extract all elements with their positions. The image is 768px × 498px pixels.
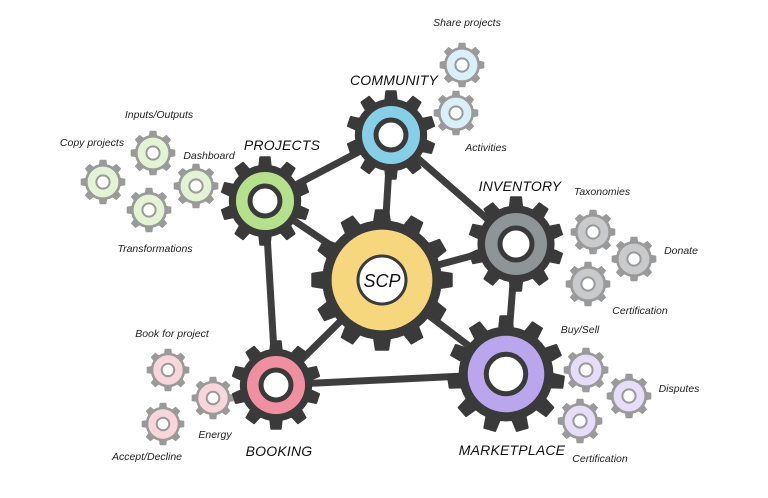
feature-gear-projects-4 (173, 163, 219, 209)
feature-gear-community-0 (439, 42, 485, 88)
gear-community (346, 90, 436, 180)
feature-label-taxonomies: Taxonomies (574, 186, 631, 198)
feature-gear-projects-2 (130, 130, 176, 176)
feature-label-disputes: Disputes (659, 383, 701, 395)
booking-label: BOOKING (246, 443, 313, 459)
feature-gear-marketplace-10 (606, 373, 652, 419)
feature-gear-booking-13-hole (205, 390, 221, 406)
feature-gear-booking-12 (146, 348, 190, 392)
feature-gear-marketplace-11 (557, 398, 603, 444)
feature-label-transformations: Transformations (117, 243, 193, 255)
feature-label-inputs-outputs: Inputs/Outputs (125, 109, 194, 121)
gear-booking (231, 340, 321, 430)
center-label: SCP (363, 271, 400, 291)
feature-label-copy-projects: Copy projects (60, 137, 125, 149)
feature-label-share-projects: Share projects (433, 17, 501, 29)
feature-label-dashboard: Dashboard (183, 150, 236, 162)
marketplace-label: MARKETPLACE (459, 442, 566, 458)
feature-gear-marketplace-9-hole (578, 362, 594, 378)
feature-gear-projects-5-hole (141, 202, 157, 218)
feature-gear-community-1-hole (448, 105, 464, 121)
feature-gear-community-1 (433, 90, 479, 136)
inventory-label: INVENTORY (479, 178, 563, 194)
feature-label-inventory-certification: Certification (612, 305, 668, 317)
feature-label-book-for-project: Book for project (135, 328, 210, 340)
feature-gear-marketplace-10-hole (621, 388, 637, 404)
feature-gear-inventory-8-hole (580, 276, 596, 292)
feature-gear-projects-5 (126, 187, 172, 233)
gear-projects (220, 156, 310, 246)
feature-label-energy: Energy (198, 429, 232, 441)
feature-gear-projects-4-hole (188, 178, 204, 194)
feature-gear-booking-14 (141, 402, 185, 446)
feature-label-activities: Activities (464, 142, 507, 154)
gear-projects-hole (247, 183, 283, 219)
feature-gear-marketplace-11-hole (572, 413, 588, 429)
feature-gear-inventory-7 (611, 236, 657, 282)
gear-center-label-disc (356, 254, 408, 306)
feature-gear-projects-2-hole (145, 145, 161, 161)
feature-label-marketplace-certification: Certification (572, 453, 628, 465)
gear-inventory (469, 196, 563, 292)
feature-gear-booking-13 (191, 376, 235, 420)
feature-label-accept-decline: Accept/Decline (111, 451, 182, 463)
gear-inventory-hole (497, 225, 535, 263)
feature-label-donate: Donate (664, 245, 698, 257)
feature-gear-inventory-6 (570, 209, 616, 255)
feature-gear-booking-12-hole (160, 362, 176, 378)
projects-label: PROJECTS (244, 137, 321, 153)
feature-labels: Share projects Activities Inputs/Outputs… (60, 17, 700, 465)
feature-gear-marketplace-9 (563, 347, 609, 393)
feature-gears (80, 42, 657, 446)
module-gears (220, 90, 565, 432)
feature-gear-projects-3-hole (95, 174, 111, 190)
gear-community-hole (373, 117, 409, 153)
feature-gear-inventory-8 (565, 261, 611, 307)
gear-booking-hole (258, 367, 294, 403)
gear-marketplace-hole (483, 351, 529, 397)
gear-marketplace (447, 315, 565, 432)
feature-gear-inventory-6-hole (585, 224, 601, 240)
community-label: COMMUNITY (350, 72, 440, 88)
feature-label-buy-sell: Buy/Sell (561, 324, 600, 336)
feature-gear-projects-3 (80, 159, 126, 205)
feature-gear-booking-14-hole (155, 416, 171, 432)
feature-gear-community-0-hole (454, 57, 470, 73)
feature-gear-inventory-7-hole (626, 251, 642, 267)
